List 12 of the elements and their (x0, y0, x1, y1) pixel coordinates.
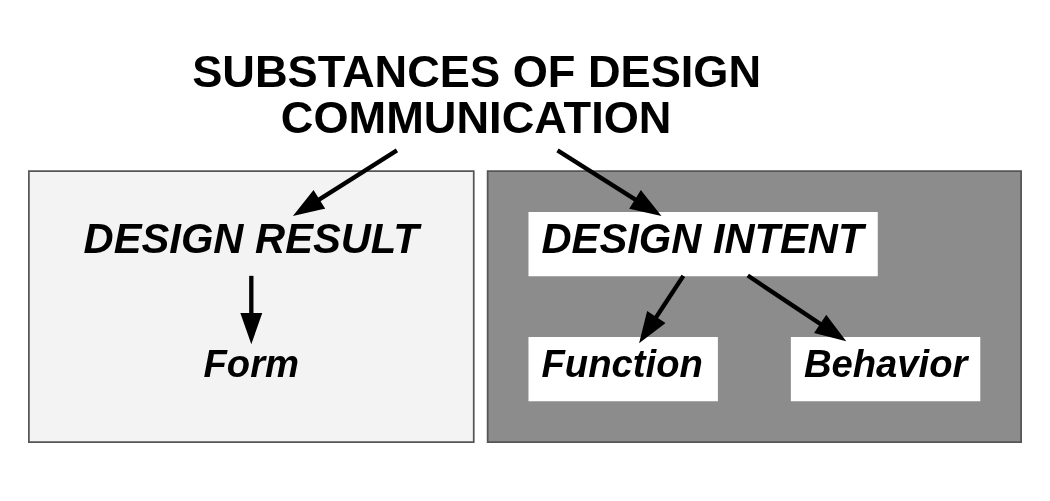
arrow (639, 274, 686, 343)
node-box: Function (528, 336, 718, 401)
arrow (240, 275, 263, 344)
arrow (556, 148, 662, 216)
arrow (292, 148, 399, 216)
arrow (746, 273, 847, 341)
node-box: DESIGN INTENT (528, 211, 878, 276)
node-text: SUBSTANCES OF DESIGN COMMUNICATION (192, 45, 762, 142)
node-text: Form (203, 341, 300, 385)
node-box: Behavior (790, 336, 981, 401)
cluster (486, 169, 1022, 443)
cluster (28, 169, 475, 443)
